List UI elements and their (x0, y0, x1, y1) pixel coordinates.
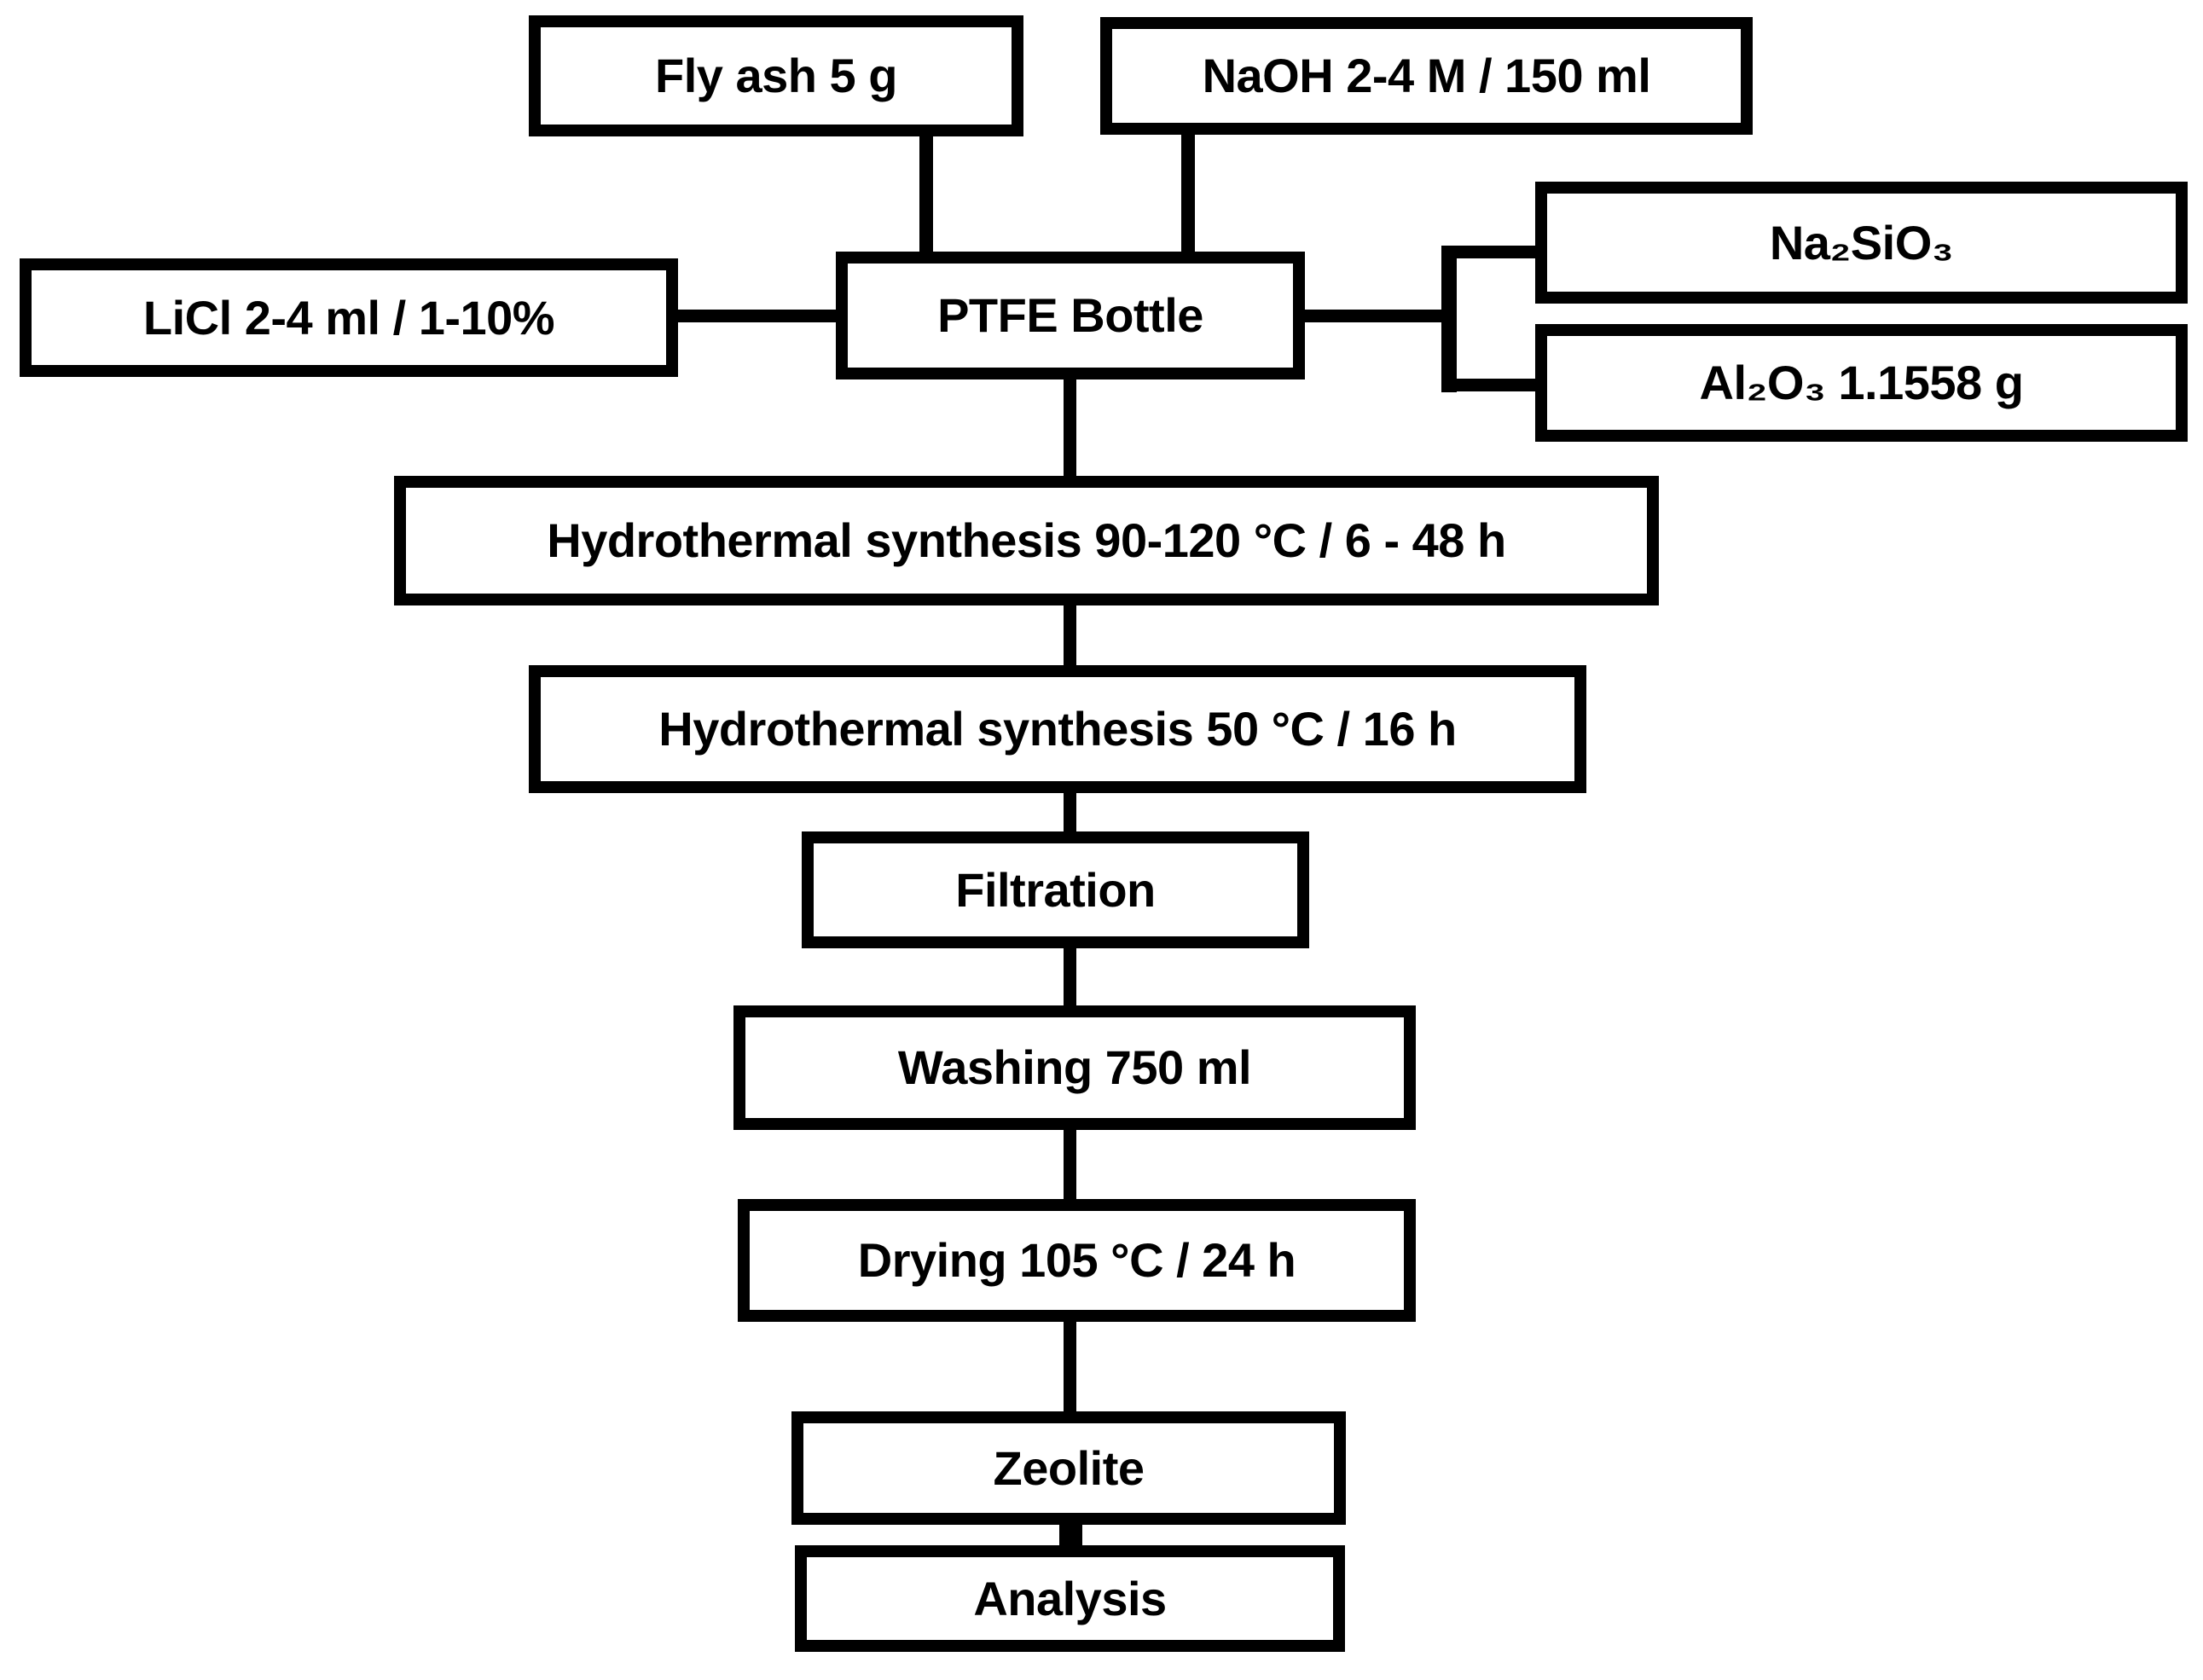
edge-drying-to-zeolite (1064, 1320, 1076, 1416)
edge-licl-to-ptfe (676, 310, 840, 322)
node-al2o3: Al₂O₃ 1.1558 g (1535, 324, 2188, 442)
node-hydrothermal-synthesis-2-label: Hydrothermal synthesis 50 °C / 16 h (658, 702, 1457, 756)
node-licl-label: LiCl 2-4 ml / 1-10% (142, 290, 555, 345)
node-filtration-label: Filtration (955, 862, 1156, 917)
node-washing: Washing 750 ml (733, 1005, 1416, 1130)
node-naoh-label: NaOH 2-4 M / 150 ml (1202, 49, 1651, 102)
node-naoh: NaOH 2-4 M / 150 ml (1100, 17, 1753, 135)
node-fly-ash: Fly ash 5 g (529, 15, 1023, 136)
node-hydrothermal-synthesis-1-label: Hydrothermal synthesis 90-120 °C / 6 - 4… (547, 513, 1506, 567)
edge-filtration-to-washing (1064, 947, 1076, 1010)
edge-zeolite-to-analysis (1059, 1523, 1082, 1549)
edge-ptfe-to-hydro1 (1064, 378, 1076, 480)
node-analysis-label: Analysis (973, 1571, 1167, 1625)
edge-bracket-to-na2sio3 (1450, 246, 1539, 258)
node-ptfe-bottle: PTFE Bottle (836, 252, 1305, 379)
edge-washing-to-drying (1064, 1128, 1076, 1203)
node-drying-label: Drying 105 °C / 24 h (857, 1233, 1296, 1287)
node-licl: LiCl 2-4 ml / 1-10% (20, 258, 678, 377)
node-analysis: Analysis (795, 1545, 1345, 1652)
node-hydrothermal-synthesis-1: Hydrothermal synthesis 90-120 °C / 6 - 4… (394, 476, 1659, 605)
edge-bracket-to-al2o3 (1450, 379, 1539, 391)
edge-flyash-to-ptfe (919, 133, 933, 256)
node-washing-label: Washing 750 ml (897, 1040, 1252, 1094)
node-filtration: Filtration (802, 831, 1309, 948)
node-fly-ash-label: Fly ash 5 g (655, 49, 897, 102)
node-ptfe-bottle-label: PTFE Bottle (937, 288, 1203, 342)
edge-bracket-vertical (1441, 246, 1457, 392)
node-zeolite-label: Zeolite (993, 1440, 1145, 1495)
node-hydrothermal-synthesis-2: Hydrothermal synthesis 50 °C / 16 h (529, 665, 1586, 793)
node-al2o3-label: Al₂O₃ 1.1558 g (1699, 356, 2024, 409)
edge-naoh-to-ptfe (1181, 133, 1195, 256)
node-zeolite: Zeolite (791, 1411, 1346, 1525)
node-na2sio3-label: Na₂SiO₃ (1769, 215, 1954, 269)
edge-ptfe-to-bracket (1303, 310, 1455, 322)
node-drying: Drying 105 °C / 24 h (738, 1199, 1416, 1322)
node-na2sio3: Na₂SiO₃ (1535, 182, 2188, 304)
edge-hydro2-to-filtration (1064, 791, 1076, 836)
edge-hydro1-to-hydro2 (1064, 604, 1076, 669)
